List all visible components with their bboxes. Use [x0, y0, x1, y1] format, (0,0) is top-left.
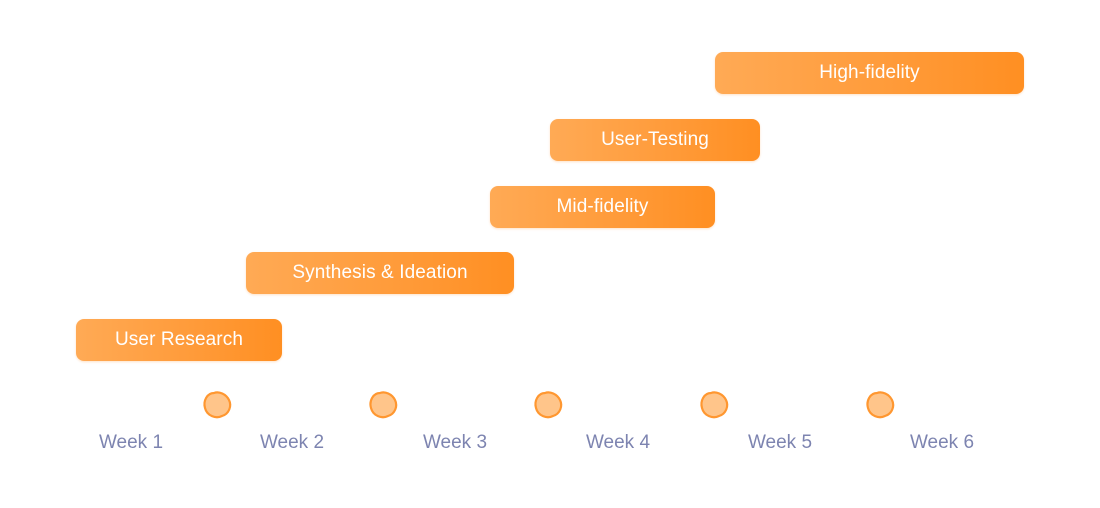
week-label: Week 6	[909, 432, 975, 453]
milestone-marker	[534, 391, 563, 419]
phase-bar-high-fidelity: High-fidelity	[715, 52, 1024, 94]
timeline-axis	[74, 391, 1026, 419]
phase-bar-mid-fidelity: Mid-fidelity	[490, 186, 715, 228]
week-label: Week 1	[98, 432, 164, 453]
milestone-marker	[203, 391, 232, 419]
phase-bar-synthesis-ideation: Synthesis & Ideation	[246, 252, 514, 294]
milestone-marker	[700, 391, 729, 419]
phase-label: User Research	[114, 329, 243, 350]
phase-bar-user-testing: User-Testing	[550, 119, 760, 161]
week-label: Week 4	[585, 432, 651, 453]
week-label: Week 3	[422, 432, 488, 453]
phase-label: Synthesis & Ideation	[292, 262, 468, 283]
phase-label: User-Testing	[601, 129, 709, 150]
phase-bar-user-research: User Research	[76, 319, 282, 361]
milestone-marker	[866, 391, 895, 419]
week-label: Week 5	[747, 432, 813, 453]
week-label: Week 2	[259, 432, 325, 453]
phase-label: Mid-fidelity	[556, 196, 649, 217]
milestone-marker	[369, 391, 398, 419]
phase-label: High-fidelity	[819, 62, 920, 83]
